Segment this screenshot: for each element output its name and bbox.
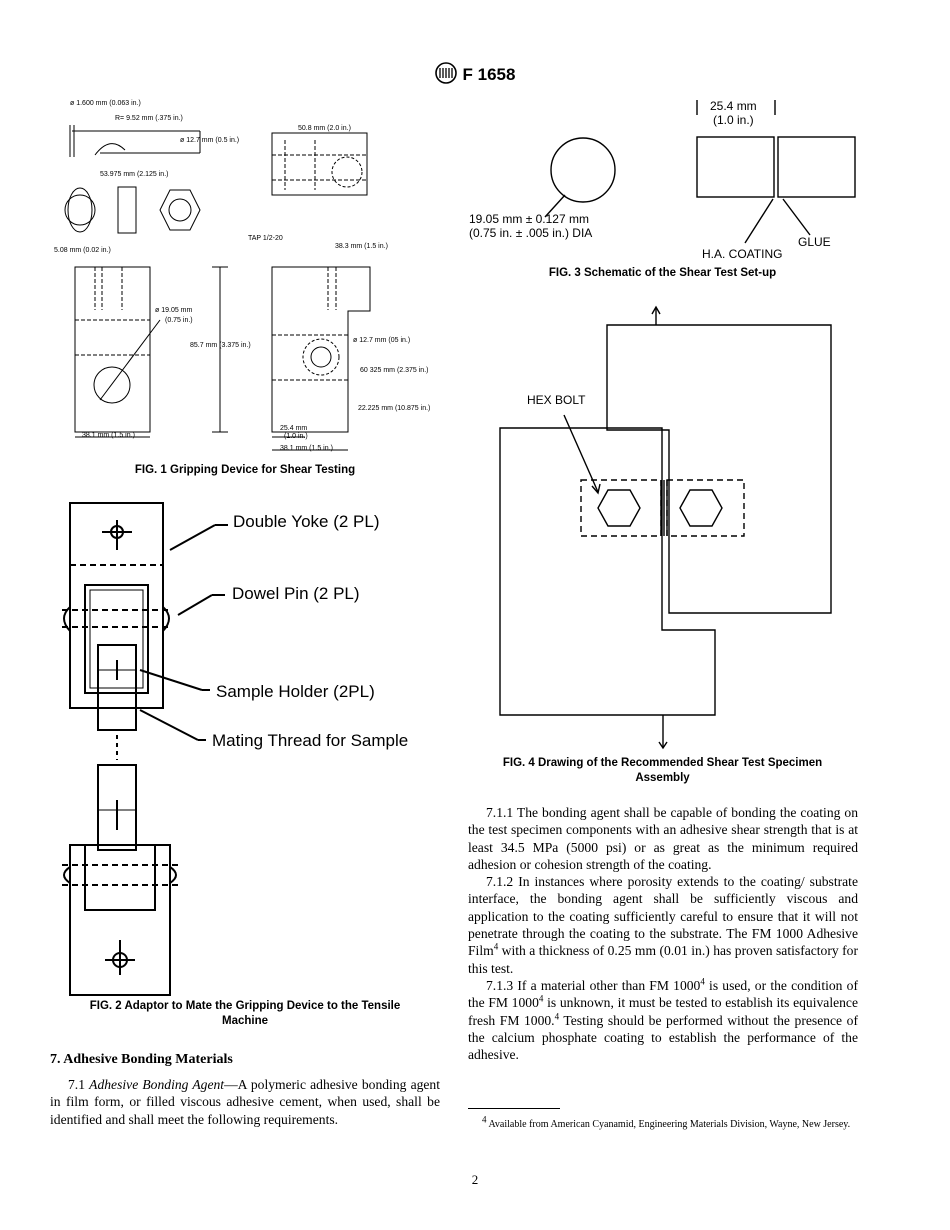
dim-len-53975: 53.975 mm (2.125 in.) <box>100 171 169 178</box>
fig3-glue: GLUE <box>798 235 831 249</box>
dim-w-254: 25.4 mm <box>280 425 308 432</box>
footnote-ref[interactable]: 4 <box>700 976 705 987</box>
dim-w-254-in: (1.0 in.) <box>284 433 308 440</box>
label-dowel-pin: Dowel Pin (2 PL) <box>232 584 360 603</box>
fig2-caption-line1: FIG. 2 Adaptor to Mate the Gripping Devi… <box>89 1000 401 1012</box>
dim-len-60325: 60 325 mm (2.375 in.) <box>360 367 429 374</box>
dim-dia-127: ø 12.7 mm (0.5 in.) <box>180 137 240 144</box>
footnote-ref[interactable]: 4 <box>554 1011 560 1022</box>
p713-part-c: is unknown, it must be tested to establi… <box>468 995 858 1028</box>
paragraph-7-1: 7.1 Adhesive Bonding Agent—A polymeric a… <box>50 1076 440 1128</box>
fig3-caption: FIG. 3 Schematic of the Shear Test Set-u… <box>548 267 777 279</box>
dim-w-508: 50.8 mm (2.0 in.) <box>298 125 351 132</box>
footnote-ref[interactable]: 4 <box>538 993 544 1004</box>
footnote-mark: 4 <box>482 1114 487 1125</box>
astm-logo-icon <box>434 62 457 89</box>
fig1-drawing: ø 1.600 mm (0.063 in.) R= 9.52 mm (.375 … <box>40 95 460 460</box>
paragraph-7-1-3: 7.1.3 If a material other than FM 10004 … <box>468 977 858 1063</box>
fig4-drawing: HEX BOLT <box>480 300 870 755</box>
p71-text: —A polymeric adhesive bonding agent in f… <box>50 1077 441 1127</box>
fig4-hex-bolt: HEX BOLT <box>527 393 586 407</box>
p713-part-b: is used, or the condition of the FM 1000 <box>468 977 858 1011</box>
dim-w-508-small: 5.08 mm (0.02 in.) <box>54 247 111 254</box>
dim-h-857: 85.7 mm (3.375 in.) <box>190 342 251 349</box>
fig2-caption: FIG. 2 Adaptor to Mate the Gripping Devi… <box>40 999 450 1029</box>
footnote-ref[interactable]: 4 <box>493 941 499 952</box>
p712-part-b: with a thickness of 0.25 mm (0.01 in.) h… <box>468 943 858 976</box>
footnote-text: Available from American Cyanamid, Engine… <box>486 1119 851 1130</box>
p71-term: Adhesive Bonding Agent <box>89 1077 225 1092</box>
fig3-dia-mm: 19.05 mm ± 0.127 mm <box>469 212 589 226</box>
fig3-coating: H.A. COATING <box>702 247 783 261</box>
dim-dia-127b: ø 12.7 mm (05 in.) <box>353 337 411 344</box>
dim-tap: TAP 1/2-20 <box>248 235 283 242</box>
fig3-width-in: (1.0 in.) <box>713 113 754 127</box>
fig4-caption-line1: FIG. 4 Drawing of the Recommended Shear … <box>502 757 823 769</box>
dim-radius: R= 9.52 mm (.375 in.) <box>115 115 183 122</box>
label-sample-holder: Sample Holder (2PL) <box>216 682 375 701</box>
page-header: F 1658 <box>0 62 950 89</box>
fig3-drawing: 25.4 mm (1.0 in.) 19.05 mm ± 0.127 mm (0… <box>465 95 885 265</box>
p712-part-a: 7.1.2 In instances where porosity extend… <box>468 874 858 959</box>
fig3-width: 25.4 mm (1.0 in.) <box>710 99 757 127</box>
fig2-drawing: Double Yoke (2 PL) Dowel Pin (2 PL) Samp… <box>40 495 460 1000</box>
dim-w-381-bottom: 38.1 mm (1.5 in.) <box>280 445 333 452</box>
dim-len-22225: 22.225 mm (10.875 in.) <box>358 405 431 412</box>
fig2-caption-line2: Machine <box>221 1015 268 1027</box>
dim-dia-1905: ø 19.05 mm <box>155 307 193 314</box>
fig4-caption-line2: Assembly <box>635 772 690 784</box>
paragraph-7-1-1: 7.1.1 The bonding agent shall be capable… <box>468 805 858 872</box>
right-column-text: 7.1.1 The bonding agent shall be capable… <box>468 804 858 1063</box>
paragraph-7-1-2: 7.1.2 In instances where porosity extend… <box>468 873 858 977</box>
dim-dia-1905-in: (0.75 in.) <box>165 317 193 324</box>
fig3-dia: 19.05 mm ± 0.127 mm (0.75 in. ± .005 in.… <box>469 212 592 240</box>
fig4-caption: FIG. 4 Drawing of the Recommended Shear … <box>465 756 860 786</box>
section-7-heading: 7. Adhesive Bonding Materials <box>50 1052 233 1067</box>
label-mating-thread: Mating Thread for Sample <box>212 731 409 750</box>
dim-hole-dia: ø 1.600 mm (0.063 in.) <box>70 100 141 107</box>
fig3-dia-in: (0.75 in. ± .005 in.) DIA <box>469 226 593 240</box>
designation: F 1658 <box>462 64 516 84</box>
p71-number: 7.1 <box>68 1077 90 1092</box>
page-number: 2 <box>471 1172 479 1187</box>
dim-w-381-left: 38.1 mm (1.5 in.) <box>82 432 135 439</box>
p713-part-d: Testing should be performed without the … <box>468 1012 858 1063</box>
fig1-caption: FIG. 1 Gripping Device for Shear Testing <box>134 464 356 476</box>
label-double-yoke: Double Yoke (2 PL) <box>233 512 380 531</box>
p713-part-a: 7.1.3 If a material other than FM 1000 <box>486 977 701 993</box>
footnote: 4 Available from American Cyanamid, Engi… <box>468 1114 858 1131</box>
footnote-rule <box>468 1108 560 1109</box>
fig3-width-mm: 25.4 mm <box>710 99 757 113</box>
dim-w-381-top: 38.3 mm (1.5 in.) <box>335 243 388 250</box>
